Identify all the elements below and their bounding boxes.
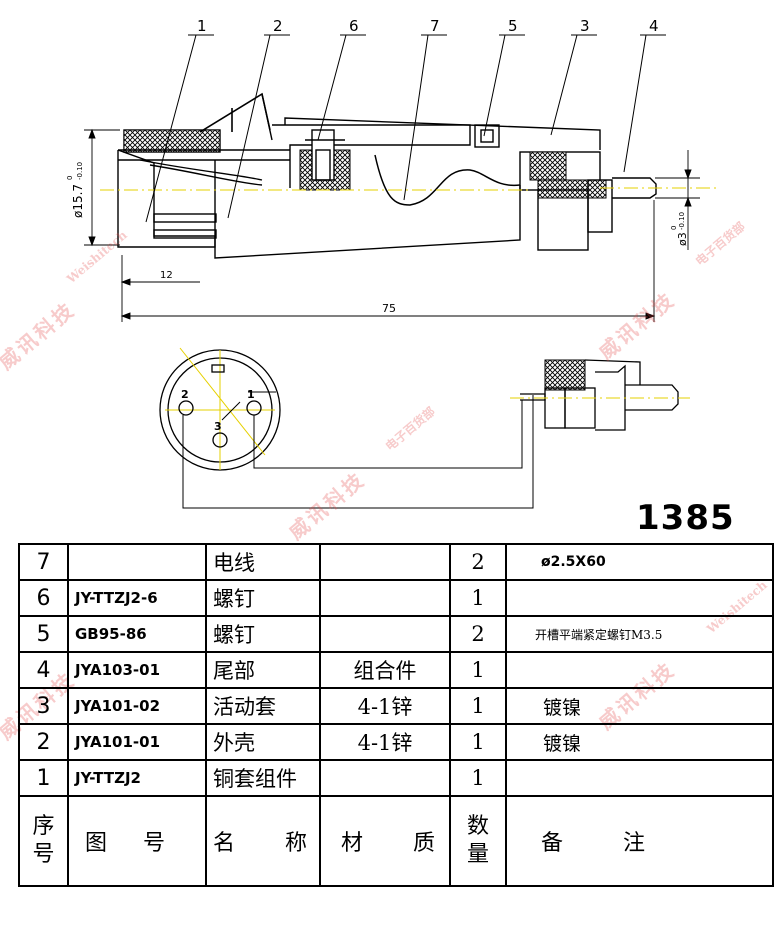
row-code: JY-TTZJ2-6 xyxy=(67,579,207,617)
row-code: GB95-86 xyxy=(67,615,207,653)
callout-7: 7 xyxy=(430,17,440,35)
dim-length-total: 75 xyxy=(382,302,396,315)
row-name: 活动套 xyxy=(205,687,321,725)
tail-side-view xyxy=(510,359,690,431)
row-note xyxy=(505,759,774,797)
row-qty: 1 xyxy=(449,687,507,725)
header-material-text: 材质 xyxy=(341,831,435,856)
row-material xyxy=(319,579,451,617)
row-name: 螺钉 xyxy=(205,579,321,617)
row-no: 3 xyxy=(18,687,69,725)
header-material: 材质 xyxy=(319,795,451,887)
row-material xyxy=(319,543,451,581)
header-note-text: 备注 xyxy=(541,831,706,856)
header-no: 序 号 xyxy=(18,795,69,887)
header-qty-line1: 数 xyxy=(466,814,489,839)
row-qty: 1 xyxy=(449,759,507,797)
row-qty: 2 xyxy=(449,543,507,581)
row-note xyxy=(505,579,774,617)
row-qty: 2 xyxy=(449,615,507,653)
header-no-line1: 序 xyxy=(32,814,55,839)
row-name: 尾部 xyxy=(205,651,321,689)
header-name-text: 名称 xyxy=(213,831,307,856)
row-code: JY-TTZJ2 xyxy=(67,759,207,797)
row-no: 2 xyxy=(18,723,69,761)
row-code: JYA101-01 xyxy=(67,723,207,761)
header-qty: 数 量 xyxy=(449,795,507,887)
callout-5: 5 xyxy=(508,17,518,35)
row-material: 4-1锌 xyxy=(319,723,451,761)
row-code xyxy=(67,543,207,581)
header-code: 图号 xyxy=(67,795,207,887)
dim-diameter-right-tol: -0.10 xyxy=(678,212,686,230)
dim-diameter-left: ø15.7 xyxy=(71,184,85,218)
row-no: 6 xyxy=(18,579,69,617)
callout-leaders xyxy=(145,34,666,223)
side-section-view xyxy=(100,92,720,259)
callout-6: 6 xyxy=(349,17,359,35)
end-view xyxy=(159,347,534,509)
row-material xyxy=(319,759,451,797)
dim-length-short: 12 xyxy=(160,270,173,281)
pin-label-1: 1 xyxy=(247,388,255,401)
dim-diameter-right: ø3 xyxy=(676,232,689,246)
row-qty: 1 xyxy=(449,723,507,761)
row-note: ø2.5X60 xyxy=(505,543,774,581)
row-code: JYA101-02 xyxy=(67,687,207,725)
header-name: 名称 xyxy=(205,795,321,887)
pin-label-3: 3 xyxy=(214,420,222,433)
callout-1: 1 xyxy=(197,17,207,35)
callout-labels: 1 2 6 7 5 3 4 xyxy=(197,17,659,35)
row-note: 镀镍 xyxy=(505,723,774,761)
row-no: 1 xyxy=(18,759,69,797)
dim-diameter-right-tol-upper: 0 xyxy=(670,226,678,230)
row-name: 螺钉 xyxy=(205,615,321,653)
row-no: 4 xyxy=(18,651,69,689)
pin-label-2: 2 xyxy=(181,388,189,401)
row-name: 铜套组件 xyxy=(205,759,321,797)
table-header-row: 序 号 图号 名称 材质 数 量 备注 xyxy=(18,795,774,887)
row-no: 5 xyxy=(18,615,69,653)
row-material xyxy=(319,615,451,653)
row-note xyxy=(505,651,774,689)
row-material: 4-1锌 xyxy=(319,687,451,725)
row-qty: 1 xyxy=(449,579,507,617)
row-name: 外壳 xyxy=(205,723,321,761)
dim-diameter-left-tol: -0.10 xyxy=(76,162,84,180)
header-code-text: 图号 xyxy=(85,831,202,856)
assembly-drawing: 1 2 6 7 5 3 4 ø15.7 0 -0.10 12 75 ø3 0 -… xyxy=(66,17,720,509)
callout-3: 3 xyxy=(580,17,590,35)
row-no: 7 xyxy=(18,543,69,581)
row-note: 开槽平端紧定螺钉M3.5 xyxy=(505,615,774,653)
dimension-lines xyxy=(84,128,700,322)
header-note: 备注 xyxy=(505,795,774,887)
header-qty-line2: 量 xyxy=(466,842,489,867)
row-code: JYA103-01 xyxy=(67,651,207,689)
dim-diameter-left-tol-upper: 0 xyxy=(66,176,74,180)
header-no-line2: 号 xyxy=(32,842,55,867)
row-name: 电线 xyxy=(205,543,321,581)
callout-4: 4 xyxy=(649,17,659,35)
row-material: 组合件 xyxy=(319,651,451,689)
row-qty: 1 xyxy=(449,651,507,689)
drawing-number: 1385 xyxy=(636,498,735,538)
callout-2: 2 xyxy=(273,17,283,35)
row-note: 镀镍 xyxy=(505,687,774,725)
